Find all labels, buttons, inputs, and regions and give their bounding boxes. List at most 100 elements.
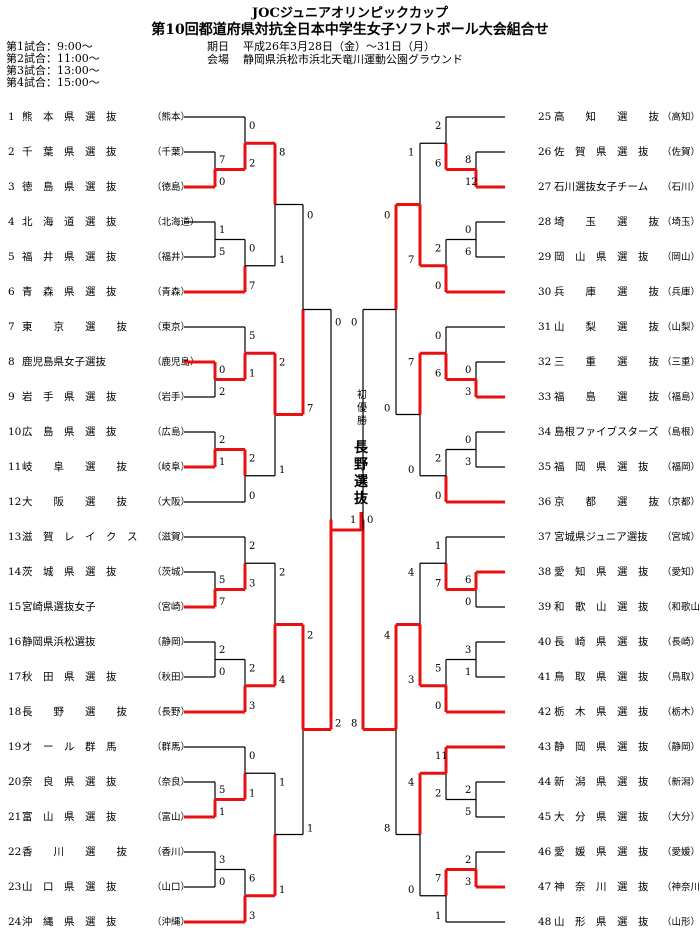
- team-name: 大 阪 選 抜: [22, 496, 127, 508]
- team-entry: 20奈 良 県 選 抜（奈良）: [8, 775, 190, 789]
- team-number: 30: [538, 286, 552, 298]
- semifinal-score: 0: [384, 211, 390, 222]
- first-round-score: 5: [219, 247, 225, 258]
- team-prefecture: （東京）: [152, 322, 191, 333]
- team-prefecture: （鳥取）: [662, 672, 700, 683]
- team-prefecture: （長崎）: [662, 637, 700, 648]
- first-round-score: 2: [219, 387, 225, 398]
- team-number: 42: [538, 706, 552, 718]
- semifinal-score: 4: [384, 631, 390, 642]
- team-prefecture: （大分）: [662, 812, 700, 823]
- second-round-score: 1: [249, 789, 255, 800]
- team-name: 静岡県浜松選抜: [22, 636, 96, 648]
- team-name: 岡 山 県 選 抜: [554, 251, 649, 263]
- semifinal-score: 7: [307, 404, 313, 415]
- team-prefecture: （佐賀）: [662, 147, 700, 158]
- team-name: 東 京 選 抜: [22, 321, 127, 333]
- team-number: 21: [8, 811, 22, 823]
- team-prefecture: （埼玉）: [662, 217, 700, 228]
- team-name: 奈 良 県 選 抜: [22, 776, 117, 788]
- first-round-score: 0: [465, 435, 471, 446]
- second-round-score: 2: [435, 454, 441, 465]
- team-number: 35: [538, 461, 552, 473]
- team-name: 愛 知 県 選 抜: [554, 566, 649, 578]
- team-entry: 7 東 京 選 抜 （東京）: [8, 320, 190, 334]
- team-number: 7: [8, 321, 15, 333]
- champion-name: 長 野 選 抜: [351, 440, 371, 508]
- second-round-score: 2: [249, 664, 255, 675]
- first-round-score: 1: [219, 457, 225, 468]
- team-prefecture: （滋賀）: [152, 532, 191, 543]
- second-round-score: 3: [249, 911, 255, 922]
- team-prefecture: （新潟）: [662, 777, 700, 788]
- team-entry: 15宮崎県選抜女子（宮崎）: [8, 600, 190, 614]
- second-round-score: 0: [435, 491, 441, 502]
- second-round-score: 1: [435, 541, 441, 552]
- quarterfinal-score: 0: [408, 885, 414, 896]
- team-number: 45: [538, 811, 552, 823]
- team-prefecture: （栃木）: [662, 707, 700, 718]
- team-name: 山 梨 選 抜: [554, 321, 659, 333]
- team-name: 長 野 選 抜: [22, 706, 127, 718]
- team-number: 12: [8, 496, 22, 508]
- venue-label: 会場: [207, 53, 229, 66]
- tournament-title-line1: JOCジュニアオリンピックカップ: [252, 6, 448, 21]
- semifinal-score: 8: [384, 824, 390, 835]
- team-name: 福 岡 県 選 抜: [554, 461, 649, 473]
- second-round-score: 2: [435, 121, 441, 132]
- tournament-title-line2: 第10回都道府県対抗全日本中学生女子ソフトボール大会組合せ: [151, 22, 549, 38]
- first-round-score: 6: [465, 575, 471, 586]
- team-name: 島根ファイブスターズ: [554, 426, 659, 438]
- team-entry: 14茨 城 県 選 抜（茨城）: [8, 565, 190, 579]
- regional-final-score: 2: [335, 719, 341, 730]
- semifinal-score: 0: [384, 404, 390, 415]
- team-number: 4: [8, 216, 15, 228]
- team-prefecture: （北海道）: [152, 217, 200, 228]
- team-prefecture: （静岡）: [152, 637, 191, 648]
- quarterfinal-score: 1: [279, 777, 285, 788]
- championship-score: 1: [350, 515, 356, 526]
- team-prefecture: （千葉）: [152, 147, 191, 158]
- team-number: 18: [8, 706, 22, 718]
- first-round-score: 5: [219, 575, 225, 586]
- first-round-score: 7: [219, 155, 225, 166]
- quarterfinal-score: 2: [279, 357, 285, 368]
- semifinal-score: 1: [307, 824, 313, 835]
- champion-name-char: 野: [354, 457, 368, 473]
- team-number: 23: [8, 881, 22, 893]
- team-number: 8: [8, 356, 15, 368]
- first-round-score: 3: [219, 855, 225, 866]
- second-round-score: 0: [435, 281, 441, 292]
- team-prefecture: （岡山）: [662, 252, 700, 263]
- team-name: 和 歌 山 選 抜: [554, 601, 649, 613]
- team-entry: 21富 山 県 選 抜（富山）: [8, 810, 190, 824]
- team-prefecture: （山梨）: [662, 322, 700, 333]
- championship-score: 0: [367, 515, 373, 526]
- team-prefecture: （宮崎）: [152, 602, 191, 613]
- team-prefecture: （宮城）: [662, 532, 700, 543]
- first-round-score: 0: [219, 667, 225, 678]
- team-number: 26: [538, 146, 552, 158]
- semifinal-score: 2: [307, 631, 313, 642]
- team-name: 山 口 県 選 抜: [22, 881, 117, 893]
- schedule-game-3: 第3試合：13:00～: [6, 64, 100, 77]
- first-round-score: 0: [465, 597, 471, 608]
- team-prefecture: （和歌山）: [662, 602, 700, 613]
- team-number: 6: [8, 286, 15, 298]
- second-round-score: 6: [249, 874, 255, 885]
- team-number: 44: [538, 776, 552, 788]
- team-entry: 24沖 縄 県 選 抜（沖縄）: [8, 915, 190, 929]
- team-number: 48: [538, 916, 552, 928]
- team-entry: 18長 野 選 抜（長野）: [8, 705, 190, 719]
- quarterfinal-score: 3: [408, 675, 414, 686]
- team-prefecture: （広島）: [152, 427, 191, 438]
- second-round-score: 2: [435, 789, 441, 800]
